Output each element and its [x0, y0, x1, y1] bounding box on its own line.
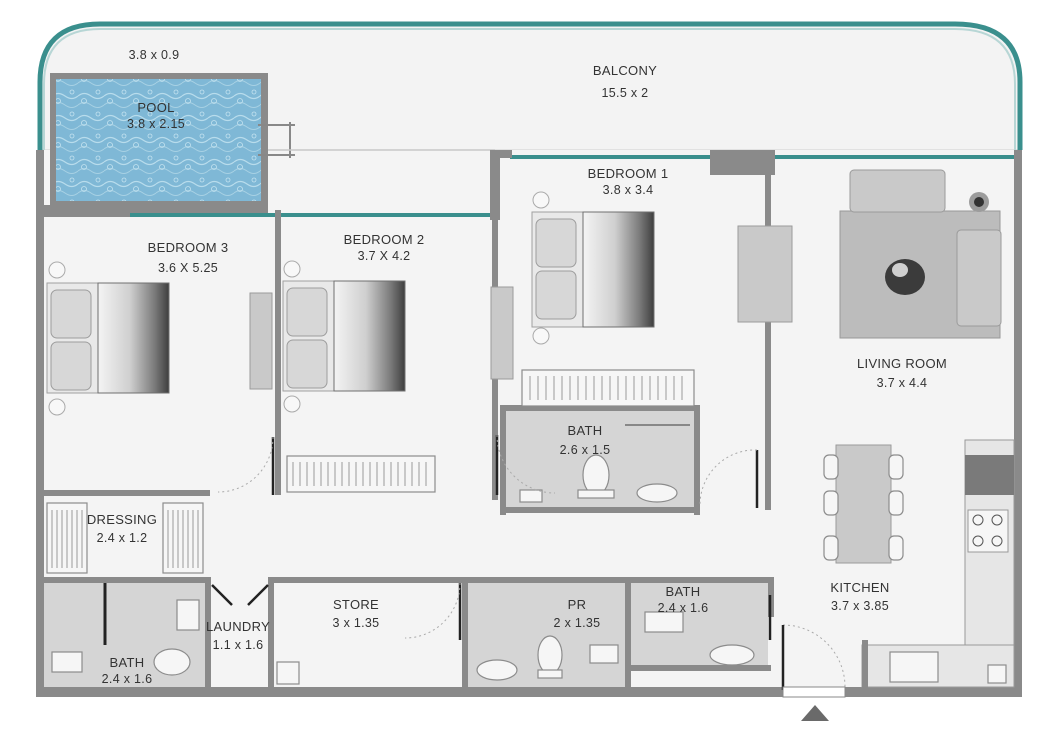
bath2-dim: 2.4 x 1.6: [101, 672, 153, 686]
living-room-name: LIVING ROOM: [857, 356, 947, 371]
bedroom3-dim: 3.6 X 5.25: [158, 261, 218, 275]
kitchen-dim: 3.7 x 3.85: [831, 599, 889, 613]
dining-table: [823, 444, 904, 564]
store-dim: 3 x 1.35: [332, 616, 380, 630]
bedroom1-name: BEDROOM 1: [587, 166, 669, 181]
dressing-dim: 2.4 x 1.2: [96, 531, 148, 545]
bath2-label: BATH 2.4 x 1.6: [102, 655, 153, 687]
balcony-rail: [37, 21, 1023, 150]
bedroom3-label: BEDROOM 3 3.6 X 5.25: [148, 240, 229, 276]
bedroom2-label: BEDROOM 2 3.7 X 4.2: [344, 232, 425, 264]
dressing-cabinets: [46, 502, 204, 574]
pool-water: [56, 79, 261, 201]
bath3-dim: 2.4 x 1.6: [657, 601, 709, 615]
living-room-label: LIVING ROOM 3.7 x 4.4: [857, 356, 947, 391]
pool-edge-dim: 3.8 x 0.9: [128, 48, 180, 62]
balcony-name: BALCONY: [592, 63, 658, 78]
laundry-dim: 1.1 x 1.6: [212, 638, 264, 652]
store-label: STORE 3 x 1.35: [333, 597, 380, 631]
bedroom1-dim: 3.8 x 3.4: [602, 183, 654, 197]
bedroom2-dim: 3.7 X 4.2: [357, 249, 411, 263]
bed-bedroom2: [282, 260, 406, 413]
dressing-name: DRESSING: [86, 512, 158, 527]
plant-icon: [969, 192, 989, 212]
pool-label: POOL 3.8 x 2.15: [127, 100, 185, 132]
bed-bedroom1: [531, 191, 655, 345]
bath1-name: BATH: [567, 423, 603, 438]
bedroom1-label: BEDROOM 1 3.8 x 3.4: [588, 166, 669, 198]
bedroom2-name: BEDROOM 2: [343, 232, 425, 247]
dressing-label: DRESSING 2.4 x 1.2: [87, 512, 157, 546]
balcony-label: BALCONY 15.5 x 2: [593, 63, 657, 101]
kitchen-counter: [861, 439, 1015, 690]
pool-edge-dim-label: 3.8 x 0.9: [129, 47, 180, 63]
pr-label: PR 2 x 1.35: [554, 597, 601, 631]
pool-name: POOL: [137, 100, 175, 115]
laundry-name: LAUNDRY: [206, 619, 270, 634]
bath1-label: BATH 2.6 x 1.5: [560, 423, 611, 458]
store-name: STORE: [332, 597, 380, 612]
pr-dim: 2 x 1.35: [553, 616, 601, 630]
doors: [211, 434, 846, 690]
kitchen-name: KITCHEN: [830, 580, 890, 595]
balcony-dim: 15.5 x 2: [601, 86, 649, 100]
living-room-dim: 3.7 x 4.4: [876, 376, 928, 390]
entrance-arrow-icon: [801, 705, 829, 721]
wardrobe-bedroom1: [521, 369, 695, 407]
bed-bedroom3: [46, 261, 170, 416]
pr-name: PR: [567, 597, 587, 612]
bedroom3-name: BEDROOM 3: [147, 240, 229, 255]
pool-dim: 3.8 x 2.15: [127, 117, 185, 131]
bath2-name: BATH: [109, 655, 145, 670]
bath3-label: BATH 2.4 x 1.6: [658, 584, 709, 616]
bath1-dim: 2.6 x 1.5: [559, 443, 611, 457]
kitchen-label: KITCHEN 3.7 x 3.85: [830, 580, 889, 614]
wardrobe-bedroom2: [286, 455, 436, 493]
bath3-name: BATH: [665, 584, 701, 599]
laundry-label: LAUNDRY 1.1 x 1.6: [206, 619, 270, 653]
living-room-sofa-set: [839, 169, 1002, 339]
